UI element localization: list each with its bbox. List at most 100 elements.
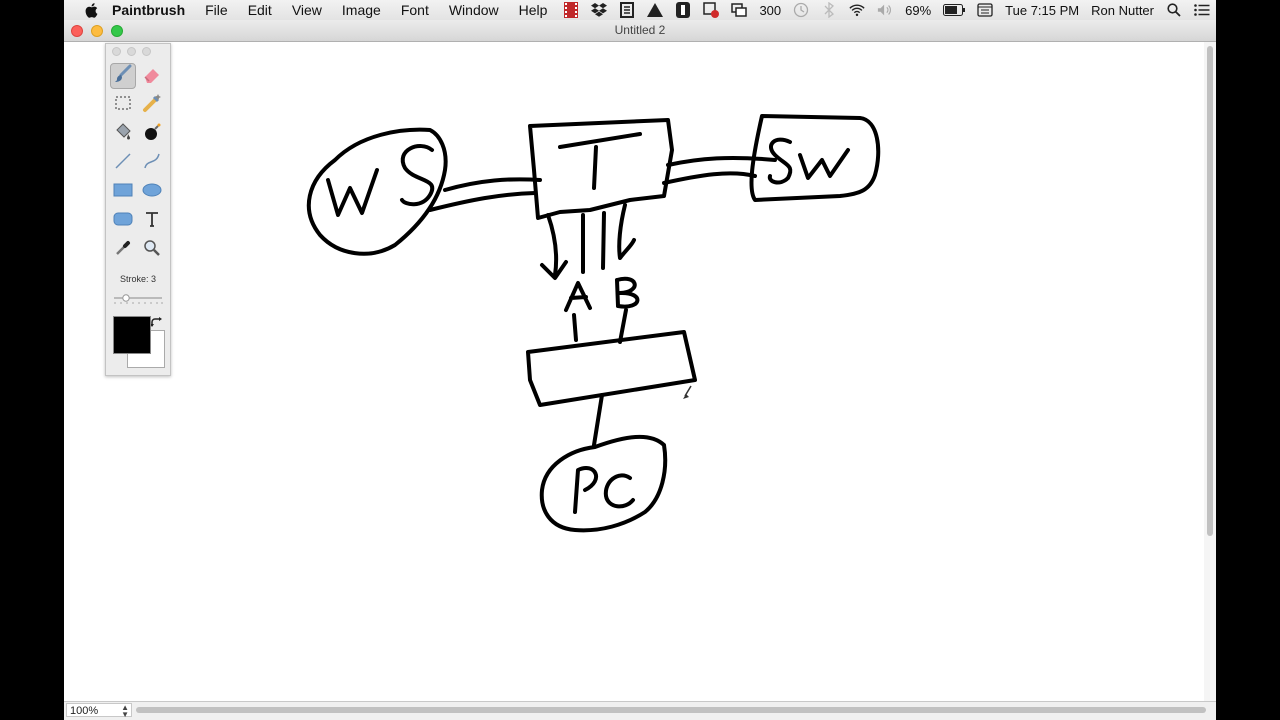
letter-b [615,276,640,309]
menu-view[interactable]: View [291,2,322,18]
bottom-status-bar: 100% ▲▼ [64,701,1216,720]
upload-icon[interactable] [647,2,664,18]
sw-letter-w [798,148,850,180]
marquee-select-icon [114,95,132,116]
window-copy-icon[interactable] [731,2,748,18]
pc-blob-outline [539,434,668,533]
zoom-stepper-icon[interactable]: ▲▼ [121,703,129,719]
palette-window-buttons [112,47,151,56]
a-box-link [572,313,578,342]
menu-file[interactable]: File [205,2,228,18]
b-box-link [618,308,628,344]
wifi-icon[interactable] [849,2,865,18]
t-b-arrow [617,203,636,260]
scanner-icon[interactable] [619,2,635,18]
box-pc-link [592,393,604,447]
vertical-scroll-thumb[interactable] [1207,46,1213,536]
eyedropper-tool[interactable] [110,237,136,263]
close-window-button[interactable] [71,25,83,37]
ws-letter-w [326,168,379,217]
status-number[interactable]: 300 [759,2,782,18]
eraser-tool[interactable] [139,63,165,89]
rectangle-tool[interactable] [110,179,136,205]
network-stop-icon[interactable] [703,2,720,18]
menu-help[interactable]: Help [518,2,548,18]
bomb-icon [142,122,162,147]
drawing-canvas[interactable] [64,42,1204,702]
eraser-icon [142,64,162,89]
menubar-clock[interactable]: Tue 7:15 PM [1005,2,1080,18]
horizontal-scroll-thumb[interactable] [136,707,1206,713]
swap-colors-icon[interactable] [150,316,164,328]
brush-tool[interactable] [110,63,136,89]
volume-icon[interactable] [877,2,893,18]
minimize-window-button[interactable] [91,25,103,37]
ws-letter-s [400,144,435,207]
dropbox-icon[interactable] [591,2,608,18]
lower-box-outline [526,330,697,407]
brush-cursor-icon [683,385,692,399]
pc-letter-c [603,473,635,509]
rectangle-icon [113,182,133,203]
stroke-slider[interactable] [113,291,163,304]
ws-t-link-lower [428,191,537,212]
sketch-diagram [306,114,881,533]
calendar-icon[interactable] [977,2,993,18]
zoom-value: 100% [70,705,99,717]
zoom-window-button[interactable] [111,25,123,37]
paint-bucket-icon [113,122,133,147]
wand-tool[interactable] [139,92,165,118]
zoom-tool[interactable] [139,237,165,263]
ellipse-icon [142,182,162,203]
curve-icon [142,151,162,176]
spotlight-search-icon[interactable] [1166,2,1182,18]
t-a-arrow [540,213,568,280]
rounded-rect-tool[interactable] [110,208,136,234]
line-tool[interactable] [110,150,136,176]
app-menu-paintbrush[interactable]: Paintbrush [112,2,186,18]
menu-edit[interactable]: Edit [247,2,272,18]
letter-a [564,281,592,312]
user-name[interactable]: Ron Nutter [1091,2,1154,18]
t-sw-link-upper [666,155,777,167]
ellipse-tool[interactable] [139,179,165,205]
time-machine-icon[interactable] [793,2,809,18]
text-tool[interactable] [139,208,165,234]
palette-zoom-button[interactable] [142,47,151,56]
menu-image[interactable]: Image [341,2,381,18]
zoom-select[interactable]: 100% ▲▼ [66,703,132,719]
tool-palette: Stroke: 3 [105,43,171,376]
t-sw-link-lower [662,171,757,185]
apple-icon[interactable] [82,0,100,20]
magic-wand-icon [142,93,162,118]
menu-window[interactable]: Window [448,2,499,18]
fill-tool[interactable] [110,121,136,147]
film-record-icon[interactable] [563,2,579,18]
menu-font[interactable]: Font [400,2,429,18]
rounded-rectangle-icon [113,211,133,232]
bluetooth-icon[interactable] [821,2,837,18]
battery-percent[interactable]: 69% [905,2,932,18]
selection-tool[interactable] [110,92,136,118]
stroke-label: Stroke: 3 [119,274,157,284]
onepassword-icon[interactable] [675,2,691,18]
line-icon [113,151,133,176]
eyedropper-icon [113,238,133,263]
notification-center-icon[interactable] [1194,2,1210,18]
t-b-link [601,211,606,270]
vertical-scrollbar[interactable] [1204,42,1216,702]
window-title: Untitled 2 [614,23,666,37]
ws-blob-outline [306,127,448,256]
magnifier-icon [142,238,162,263]
text-icon [143,210,161,233]
battery-icon[interactable] [943,2,966,18]
palette-close-button[interactable] [112,47,121,56]
title-bar[interactable]: Untitled 2 [64,20,1216,42]
t-letter [558,132,642,190]
bomb-tool[interactable] [139,121,165,147]
pc-letter-p [573,466,599,514]
curve-tool[interactable] [139,150,165,176]
foreground-color-well[interactable] [113,316,151,354]
palette-minimize-button[interactable] [127,47,136,56]
document-window: Untitled 2 [64,20,1216,720]
